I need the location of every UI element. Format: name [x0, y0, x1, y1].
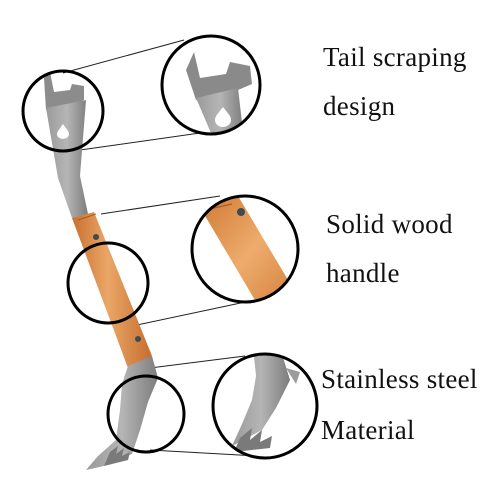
highlight-circles: [21, 69, 186, 454]
keyhole-slot: [57, 129, 69, 139]
connector-lines: [62, 39, 276, 458]
zoom-tail: [160, 34, 262, 136]
highlight-tail: [21, 69, 105, 153]
tail-hook: [44, 72, 84, 110]
lower-blade: [86, 356, 158, 470]
caption-steel-line2: Material: [321, 415, 415, 445]
highlight-handle: [66, 241, 150, 325]
caption-wood-line1: Solid wood: [326, 209, 453, 239]
wood-handle: [72, 212, 152, 368]
caption-steel-line1: Stainless steel: [321, 364, 478, 394]
rivet-top: [93, 234, 99, 240]
zoom-blade: [211, 352, 319, 460]
upper-blade: [46, 100, 88, 218]
caption-wood-line2: handle: [326, 258, 400, 288]
caption-tail-line1: Tail scraping: [323, 42, 467, 72]
rivet-bottom: [135, 336, 141, 342]
hive-tool: [44, 72, 158, 470]
caption-tail-line2: design: [323, 91, 396, 121]
serrated-edge: [104, 446, 130, 466]
highlight-blade: [106, 374, 186, 454]
zoom-handle: [190, 194, 300, 304]
